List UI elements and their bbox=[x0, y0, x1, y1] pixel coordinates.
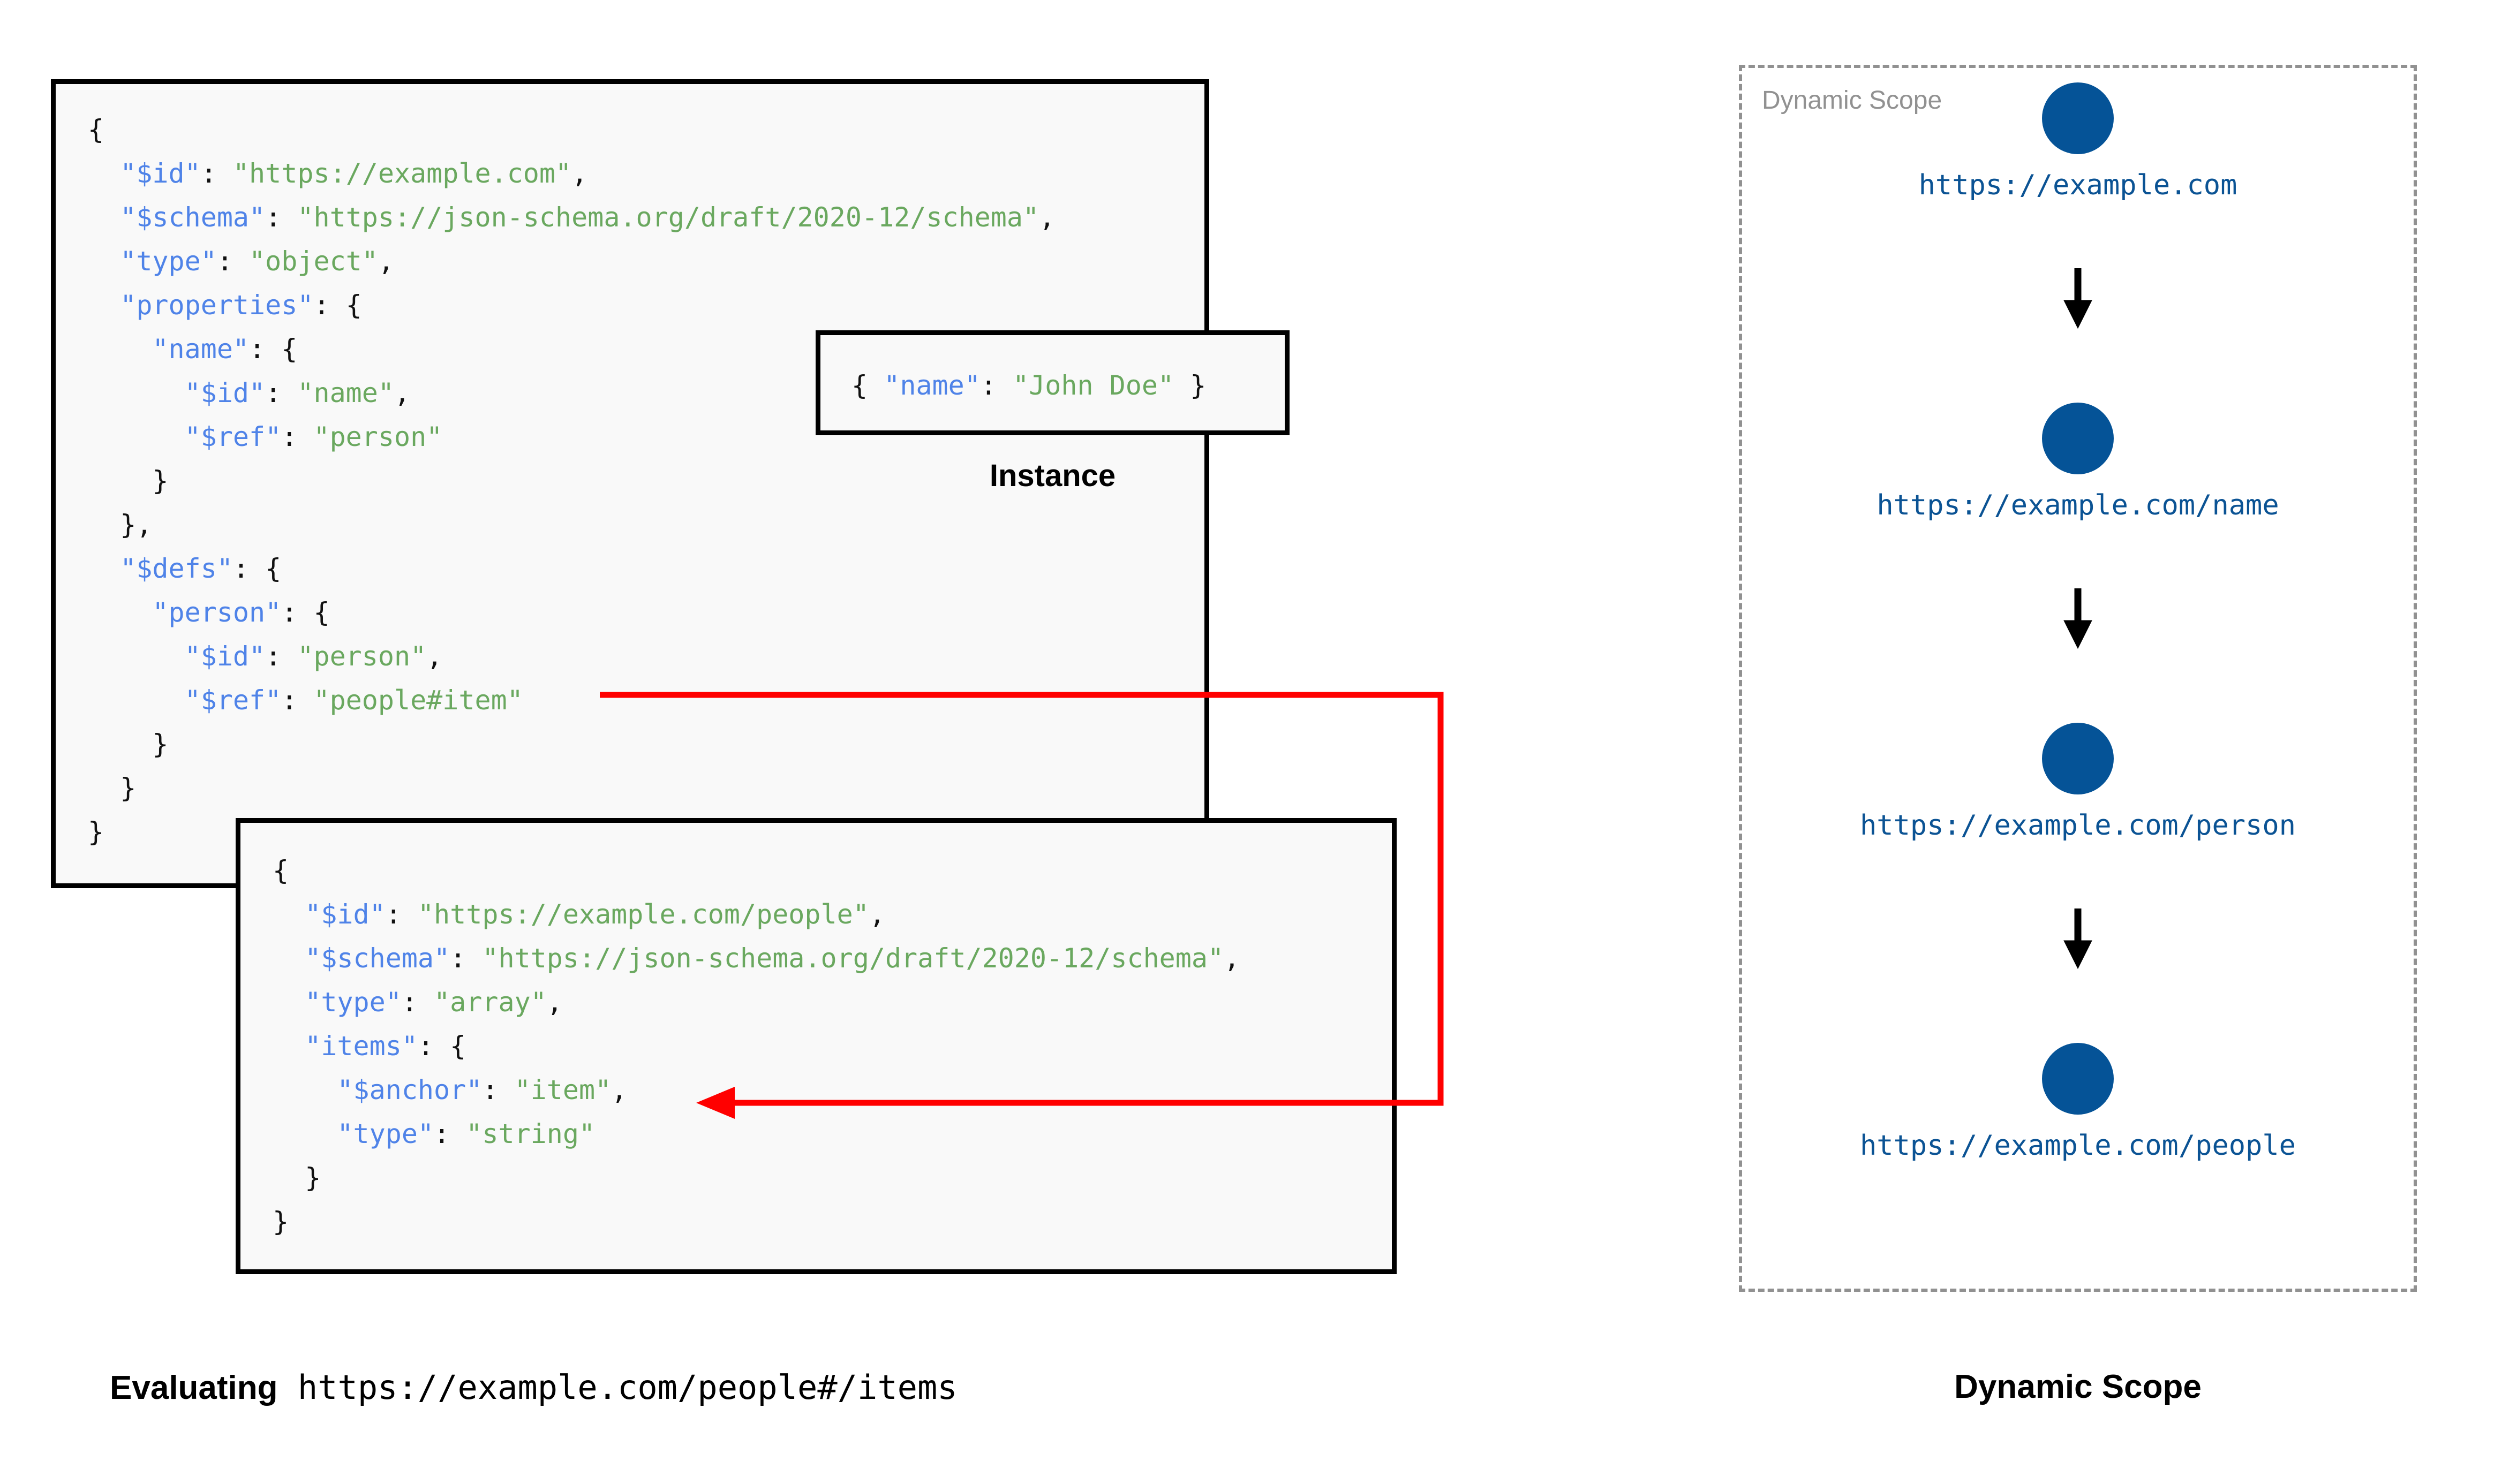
scope-node-2: https://example.com/person bbox=[1739, 723, 2417, 842]
instance-caption: Instance bbox=[989, 458, 1116, 493]
scope-circle-icon bbox=[2042, 723, 2114, 794]
scope-circle-icon bbox=[2042, 82, 2114, 154]
people-schema-box: { "$id": "https://example.com/people", "… bbox=[236, 818, 1397, 1274]
dynamic-scope-label: Dynamic Scope bbox=[1762, 86, 1942, 115]
scope-node-0: https://example.com bbox=[1739, 82, 2417, 201]
scope-node-url: https://example.com/people bbox=[1860, 1130, 2296, 1162]
right-caption: Dynamic Scope bbox=[1954, 1368, 2202, 1405]
instance-code: { "name": "John Doe" } bbox=[851, 370, 1207, 401]
left-caption: Evaluating https://example.com/people#/i… bbox=[110, 1368, 958, 1407]
root-schema-code: { "$id": "https://example.com", "$schema… bbox=[88, 114, 1056, 847]
scope-node-1: https://example.com/name bbox=[1739, 403, 2417, 521]
scope-circle-icon bbox=[2042, 403, 2114, 474]
people-schema-code: { "$id": "https://example.com/people", "… bbox=[273, 855, 1240, 1237]
left-caption-uri: https://example.com/people#/items bbox=[277, 1368, 958, 1407]
scope-node-url: https://example.com/name bbox=[1877, 489, 2279, 521]
scope-node-url: https://example.com bbox=[1918, 169, 2237, 201]
left-caption-bold: Evaluating bbox=[110, 1369, 278, 1406]
scope-node-url: https://example.com/person bbox=[1860, 809, 2296, 842]
scope-circle-icon bbox=[2042, 1043, 2114, 1115]
instance-box: { "name": "John Doe" } bbox=[816, 330, 1290, 435]
scope-node-3: https://example.com/people bbox=[1739, 1043, 2417, 1162]
